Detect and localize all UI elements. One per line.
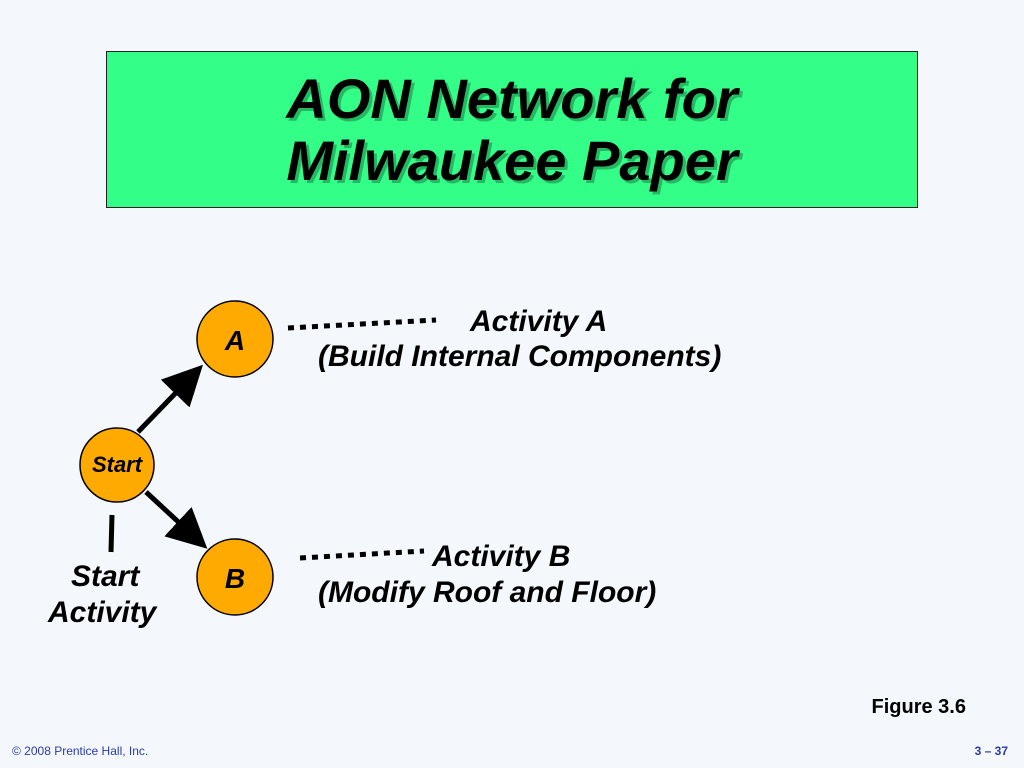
title-line-2: Milwaukee Paper xyxy=(286,128,738,192)
figure-label: Figure 3.6 xyxy=(871,696,966,718)
activity-a-description: (Build Internal Components) xyxy=(318,340,722,373)
footer-copyright: © 2008 Prentice Hall, Inc. xyxy=(12,744,149,758)
arrow-start-to-b xyxy=(144,490,208,549)
title-line-1: AON Network for xyxy=(286,66,738,130)
node-a: A xyxy=(196,300,274,378)
node-start: Start xyxy=(79,427,155,503)
activity-b-title: Activity B xyxy=(432,540,571,573)
node-b-label: B xyxy=(225,563,245,594)
leader-line-a xyxy=(287,317,437,331)
leader-line-b xyxy=(299,548,425,561)
arrow-start-to-a xyxy=(136,364,203,434)
footer-page-number: 3 – 37 xyxy=(974,744,1008,758)
leader-line-start xyxy=(108,514,115,553)
title-box: AON Network for Milwaukee Paper xyxy=(106,51,918,208)
activity-b-description: (Modify Roof and Floor) xyxy=(318,576,657,609)
start-activity-line-2: Activity xyxy=(48,596,157,629)
node-a-label: A xyxy=(224,325,245,356)
activity-a-title: Activity A xyxy=(470,305,608,338)
node-b: B xyxy=(196,538,274,616)
start-activity-line-1: Start xyxy=(71,560,140,593)
node-start-label: Start xyxy=(92,452,144,477)
